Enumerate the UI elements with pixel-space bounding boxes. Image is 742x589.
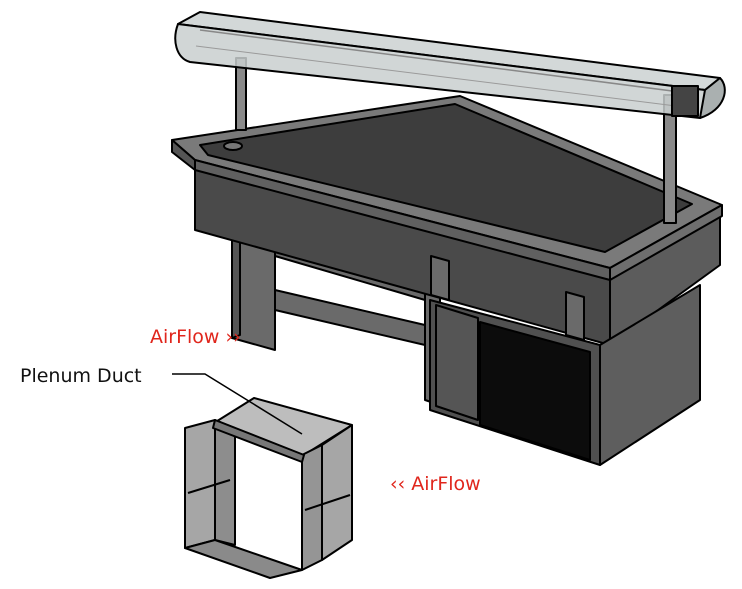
- vent-grille: [479, 321, 591, 461]
- airflow-label-bottom: ‹‹ AirFlow: [390, 473, 481, 495]
- brackets: [430, 255, 585, 341]
- well-top: [171, 95, 723, 281]
- plenum-duct-part: [184, 397, 353, 579]
- plenum-duct-leader: [172, 373, 303, 435]
- plenum-duct-label: Plenum Duct: [20, 365, 142, 387]
- cabinet-body: [194, 159, 721, 466]
- sneeze-guard: [174, 11, 726, 119]
- airflow-label-top: AirFlow ››: [150, 326, 241, 348]
